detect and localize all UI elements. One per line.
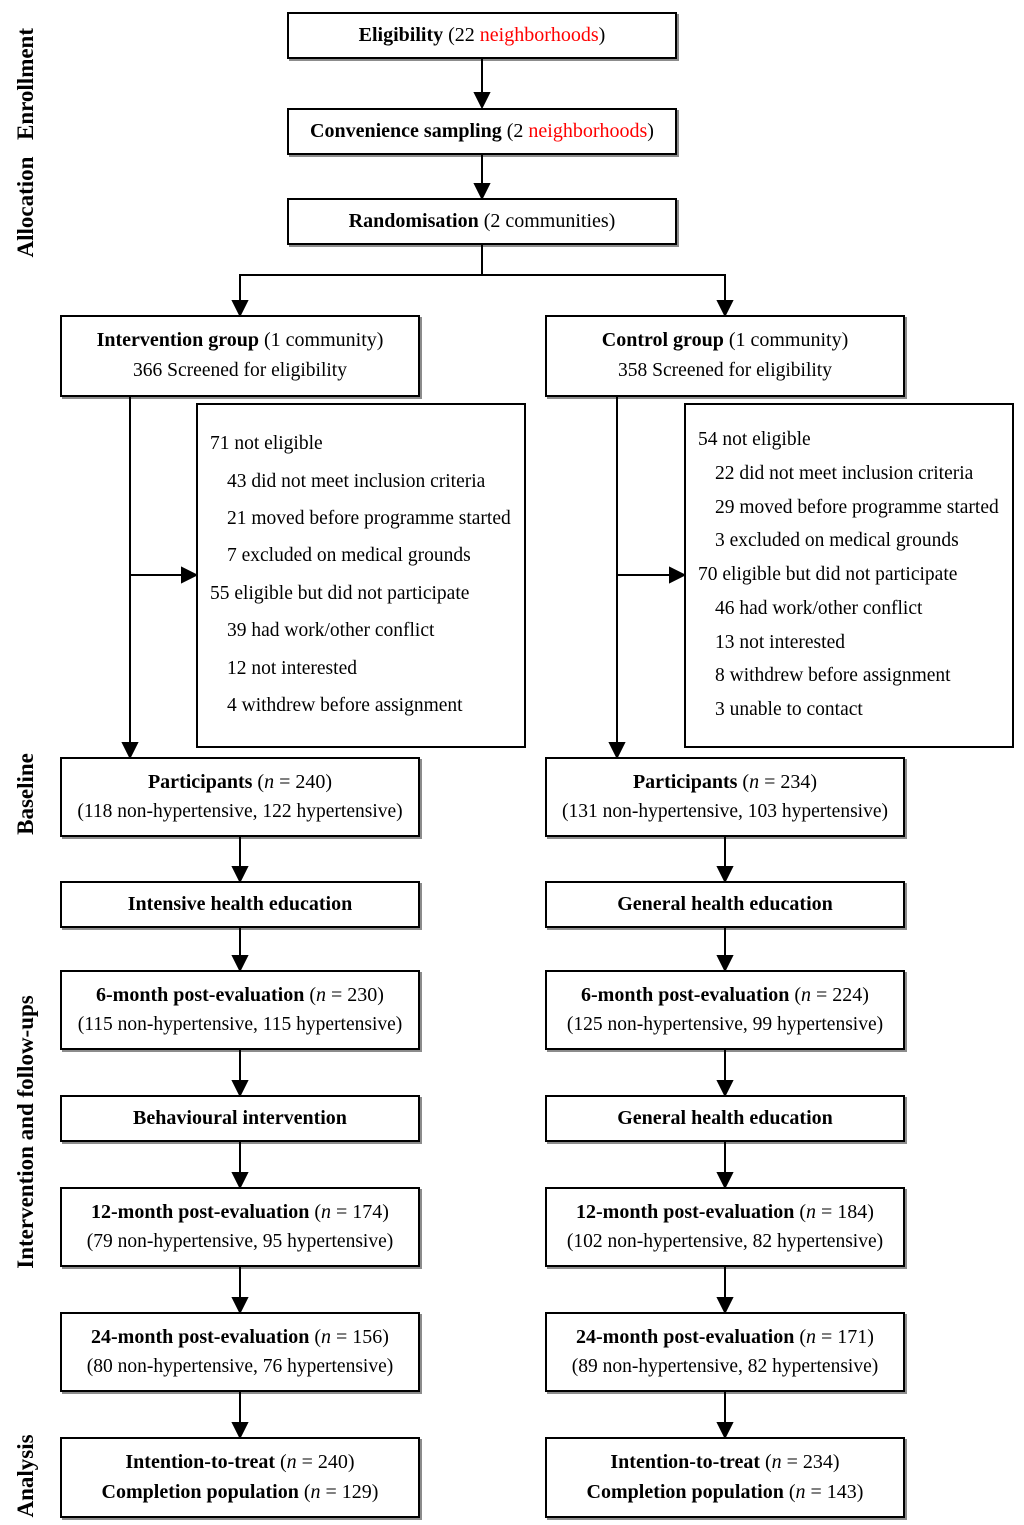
control-12month-eval-box: 12-month post-evaluation (n = 184) (102 … [545, 1187, 905, 1267]
exclusion-item: 21 moved before programme started [227, 507, 511, 529]
eval-detail: (89 non-hypertensive, 82 hypertensive) [571, 1356, 879, 1377]
intervention-exclusions-box: 71 not eligible 43 did not meet inclusio… [196, 403, 526, 748]
eval-title: 24-month post-evaluation (n = 171) [576, 1325, 874, 1348]
exclusion-item: 43 did not meet inclusion criteria [227, 470, 486, 492]
intervention-education1-box: Intensive health education [60, 881, 420, 928]
eligibility-text: Eligibility (22 neighborhoods) [358, 24, 606, 46]
intervention-analysis-box: Intention-to-treat (n = 240) Completion … [60, 1437, 420, 1518]
intervention-24month-eval-box: 24-month post-evaluation (n = 156) (80 n… [60, 1312, 420, 1392]
eval-title: 6-month post-evaluation (n = 224) [581, 983, 869, 1006]
exclusion-item: 55 eligible but did not participate [210, 582, 470, 604]
randomisation-text: Randomisation (2 communities) [348, 210, 616, 232]
completion-line: Completion population (n = 129) [101, 1481, 379, 1504]
control-exclusions-box: 54 not eligible 22 did not meet inclusio… [684, 403, 1014, 748]
control-group-screened: 358 Screened for eligibility [618, 360, 832, 382]
intervention-group-title: Intervention group (1 community) [96, 329, 384, 352]
itt-line: Intention-to-treat (n = 234) [610, 1450, 840, 1473]
exclusion-item: 70 eligible but did not participate [698, 564, 958, 586]
exclusion-item: 7 excluded on medical grounds [227, 545, 471, 567]
intervention-group-screened: 366 Screened for eligibility [133, 360, 347, 382]
control-education2-box: General health education [545, 1095, 905, 1142]
eval-title: 24-month post-evaluation (n = 156) [91, 1325, 389, 1348]
eval-detail: (125 non-hypertensive, 99 hypertensive) [566, 1014, 884, 1035]
exclusion-item: 3 excluded on medical grounds [715, 530, 959, 552]
section-label-intervention-followups: Intervention and follow-ups [13, 995, 38, 1269]
education-text: Behavioural intervention [133, 1107, 347, 1129]
exclusion-item: 3 unable to contact [715, 699, 863, 721]
eval-detail: (79 non-hypertensive, 95 hypertensive) [86, 1231, 394, 1252]
eval-title: 12-month post-evaluation (n = 174) [91, 1200, 389, 1223]
eval-detail: (80 non-hypertensive, 76 hypertensive) [86, 1356, 394, 1377]
exclusion-item: 8 withdrew before assignment [715, 665, 951, 687]
section-label-allocation: Allocation [13, 156, 38, 258]
exclusion-item: 71 not eligible [210, 433, 323, 455]
exclusion-item: 46 had work/other conflict [715, 597, 923, 619]
control-education1-box: General health education [545, 881, 905, 928]
control-24month-eval-box: 24-month post-evaluation (n = 171) (89 n… [545, 1312, 905, 1392]
exclusion-item: 22 did not meet inclusion criteria [715, 463, 974, 484]
exclusion-item: 13 not interested [715, 631, 845, 653]
convenience-sampling-box: Convenience sampling (2 neighborhoods) [287, 108, 677, 155]
itt-line: Intention-to-treat (n = 240) [125, 1450, 355, 1473]
eval-title: 12-month post-evaluation (n = 184) [576, 1200, 874, 1223]
exclusion-item: 54 not eligible [698, 429, 811, 451]
exclusion-item: 29 moved before programme started [715, 496, 999, 518]
education-text: Intensive health education [127, 893, 353, 915]
randomisation-box: Randomisation (2 communities) [287, 198, 677, 245]
section-label-analysis: Analysis [13, 1434, 38, 1518]
education-text: General health education [617, 893, 833, 915]
participants-detail: (118 non-hypertensive, 122 hypertensive) [77, 801, 403, 822]
education-text: General health education [617, 1107, 833, 1129]
eval-title: 6-month post-evaluation (n = 230) [96, 983, 384, 1006]
eval-detail: (115 non-hypertensive, 115 hypertensive) [77, 1014, 403, 1035]
eval-detail: (102 non-hypertensive, 82 hypertensive) [566, 1231, 884, 1252]
intervention-education2-box: Behavioural intervention [60, 1095, 420, 1142]
intervention-group-box: Intervention group (1 community) 366 Scr… [60, 315, 420, 397]
exclusion-item: 4 withdrew before assignment [227, 695, 463, 717]
control-analysis-box: Intention-to-treat (n = 234) Completion … [545, 1437, 905, 1518]
intervention-6month-eval-box: 6-month post-evaluation (n = 230) (115 n… [60, 970, 420, 1050]
control-6month-eval-box: 6-month post-evaluation (n = 224) (125 n… [545, 970, 905, 1050]
participants-detail: (131 non-hypertensive, 103 hypertensive) [562, 801, 888, 822]
control-participants-box: Participants (n = 234) (131 non-hyperten… [545, 757, 905, 837]
section-label-baseline: Baseline [13, 753, 38, 835]
completion-line: Completion population (n = 143) [586, 1481, 864, 1504]
intervention-12month-eval-box: 12-month post-evaluation (n = 174) (79 n… [60, 1187, 420, 1267]
control-group-box: Control group (1 community) 358 Screened… [545, 315, 905, 397]
section-label-enrollment: Enrollment [13, 27, 38, 141]
control-group-title: Control group (1 community) [601, 329, 849, 352]
eligibility-box: Eligibility (22 neighborhoods) [287, 12, 677, 59]
intervention-participants-box: Participants (n = 240) (118 non-hyperten… [60, 757, 420, 837]
participants-title: Participants (n = 240) [147, 770, 333, 793]
convenience-sampling-text: Convenience sampling (2 neighborhoods) [310, 120, 654, 142]
exclusion-item: 12 not interested [227, 657, 357, 679]
exclusion-item: 39 had work/other conflict [227, 620, 435, 642]
participants-title: Participants (n = 234) [632, 770, 818, 793]
